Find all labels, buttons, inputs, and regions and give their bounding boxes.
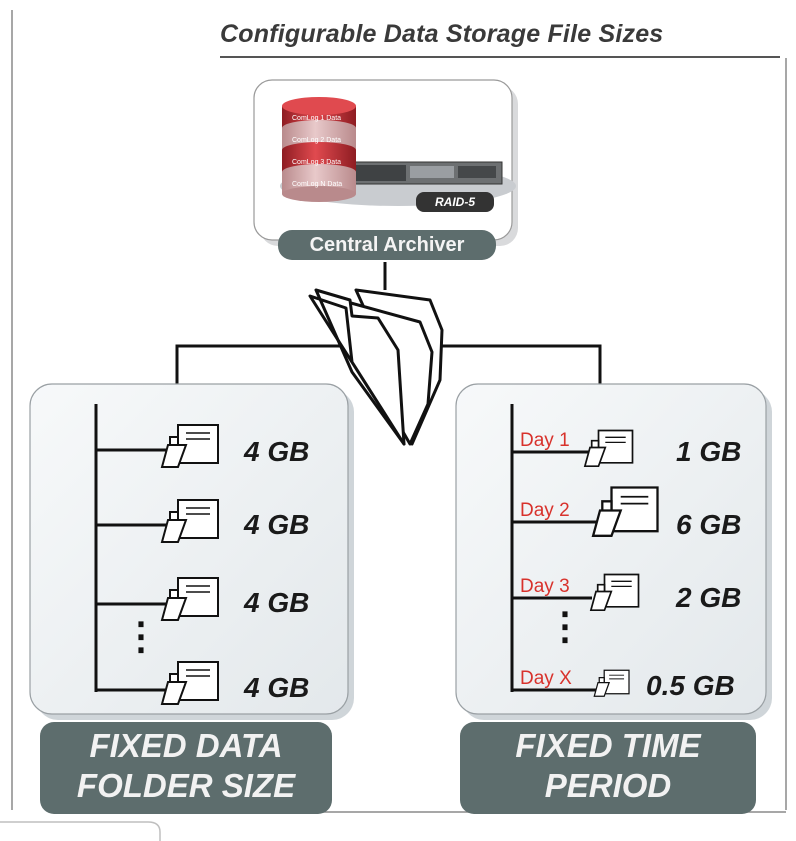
database-icon: ComLog 1 Data ComLog 2 Data ComLog 3 Dat… [282, 97, 356, 202]
diagram-title: Configurable Data Storage File Sizes [220, 20, 664, 48]
day-label-3: Day 3 [520, 576, 570, 597]
folder-icon [593, 669, 630, 697]
right-size-1: 1 GB [676, 436, 742, 467]
right-tree-lines [510, 404, 600, 692]
title-underline [220, 56, 780, 58]
right-caption-line1: FIXED TIME [515, 727, 701, 764]
folder-icon [160, 424, 219, 468]
drum-label-1: ComLog 1 Data [292, 115, 341, 122]
folder-icon [160, 577, 219, 621]
left-size-2: 4 GB [244, 509, 310, 540]
folder-icon [583, 429, 634, 468]
left-caption-line1: FIXED DATA [89, 727, 283, 764]
right-caption: FIXED TIME PERIOD [460, 722, 756, 814]
day-label-x: Day X [520, 668, 572, 689]
corner-tab [0, 821, 161, 841]
folder-icon [589, 573, 640, 612]
right-size-3: 2 GB [676, 582, 742, 613]
day-label-1: Day 1 [520, 430, 570, 451]
archiver-card: ComLog 1 Data ComLog 2 Data ComLog 3 Dat… [253, 79, 518, 246]
left-size-4: 4 GB [244, 672, 310, 703]
left-caption-line2: FOLDER SIZE [76, 767, 296, 804]
right-caption-line2: PERIOD [544, 767, 672, 804]
central-archiver-label: Central Archiver [278, 230, 496, 260]
folder-icon [591, 486, 659, 537]
central-folder-icon [308, 288, 444, 446]
right-size-4: 0.5 GB [646, 670, 735, 701]
folder-icon [160, 661, 219, 705]
raid-badge: RAID-5 [416, 192, 494, 212]
drum-label-2: ComLog 2 Data [292, 137, 341, 144]
drum-label-4: ComLog N Data [292, 181, 342, 188]
left-size-3: 4 GB [244, 587, 310, 618]
left-panel [29, 383, 354, 720]
right-size-2: 6 GB [676, 509, 742, 540]
day-label-2: Day 2 [520, 500, 570, 521]
left-size-1: 4 GB [244, 436, 310, 467]
right-ellipsis: ⋮ [546, 606, 584, 648]
folder-icon [160, 499, 219, 543]
left-tree-lines [94, 404, 172, 692]
left-caption: FIXED DATA FOLDER SIZE [40, 722, 332, 814]
left-ellipsis: ⋮ [122, 616, 160, 658]
drum-label-3: ComLog 3 Data [292, 159, 341, 166]
right-panel [455, 383, 772, 720]
server-icon [351, 161, 503, 185]
connector-lines [175, 262, 602, 392]
